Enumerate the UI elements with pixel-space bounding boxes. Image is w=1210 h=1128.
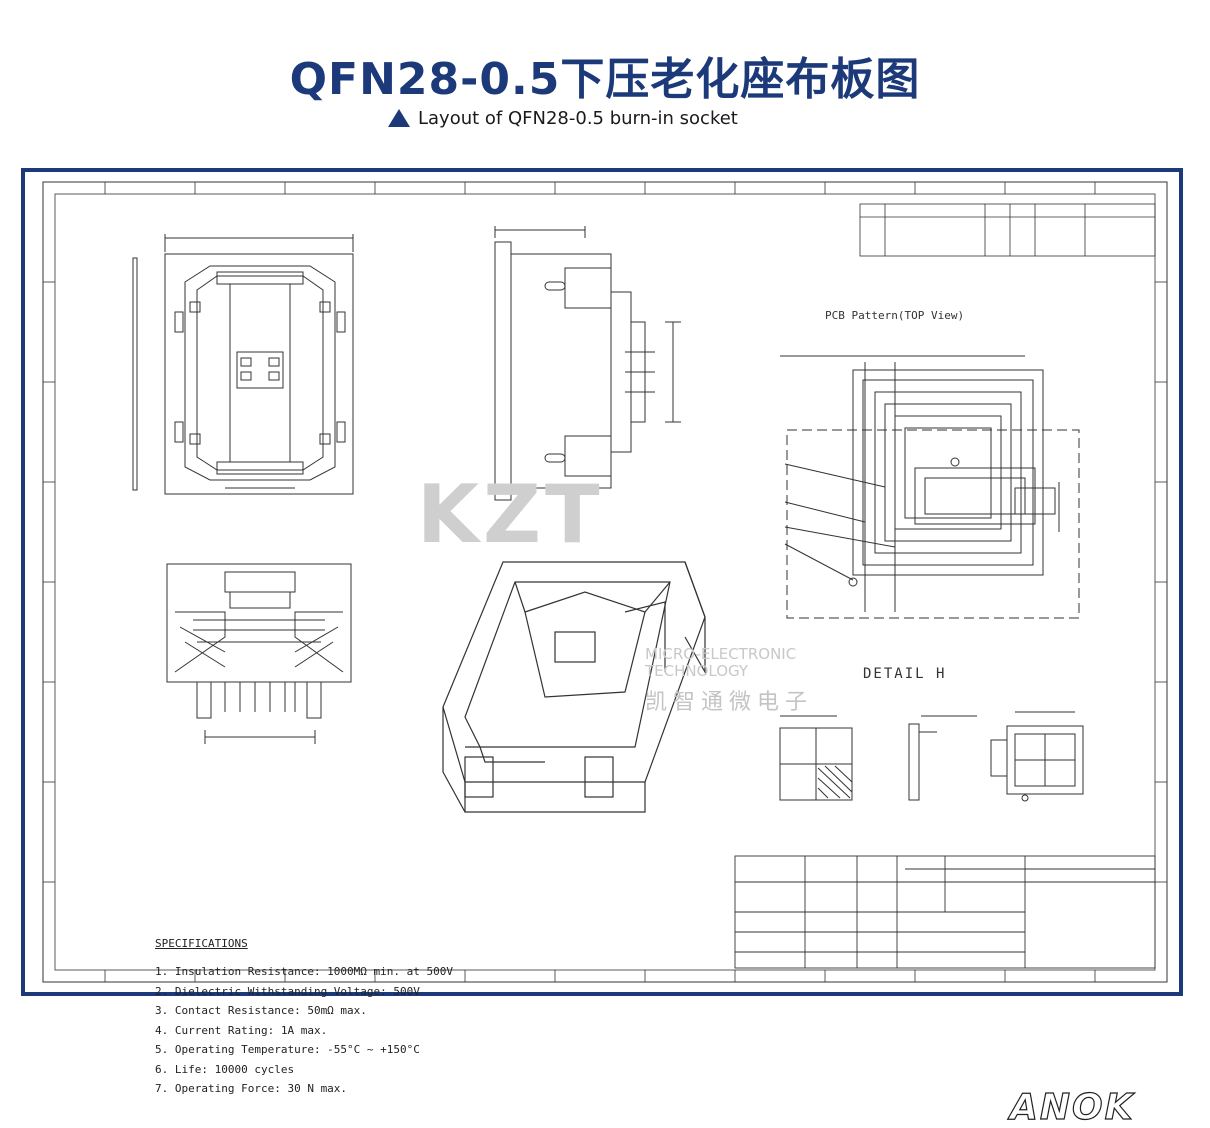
watermark-logo-text: KZT — [417, 472, 604, 552]
pcb-pattern-label: PCB Pattern(TOP View) — [825, 309, 965, 322]
watermark-line1: MICRO-ELECTRONIC — [645, 645, 797, 663]
brand-logo-text: ANOK — [1009, 1086, 1135, 1128]
page-title: QFN28-0.5下压老化座布板图 — [289, 54, 921, 105]
note-item: 4. Current Rating: 1A max. — [155, 1023, 328, 1037]
triangle-icon — [388, 109, 410, 127]
watermark-logo: KZT — [417, 472, 604, 552]
notes-heading: SPECIFICATIONS — [155, 937, 248, 950]
drawing-frame: PCB Pattern(TOP View) DETAIL H SPECIFICA… — [21, 168, 1183, 1128]
revision-table — [859, 203, 1156, 257]
watermark-chinese: 凯智通微电子 — [645, 690, 814, 715]
note-item: 1. Insulation Resistance: 1000MΩ min. at… — [155, 965, 454, 978]
title-block — [734, 855, 1156, 969]
technical-drawing — [42, 181, 1168, 983]
isometric-view — [442, 561, 706, 813]
detail-h-label: DETAIL H — [863, 666, 947, 682]
zone-ticks — [43, 182, 1167, 982]
pcb-pattern — [780, 355, 1080, 619]
page-subtitle: Layout of QFN28-0.5 burn-in socket — [418, 107, 738, 129]
detail-views — [779, 711, 1084, 802]
note-item: 6. Life: 10000 cycles — [155, 1062, 295, 1076]
side-view — [494, 226, 681, 501]
watermark-english: MICRO-ELECTRONIC TECHNOLOGY — [645, 646, 796, 680]
subtitle-row: Layout of QFN28-0.5 burn-in socket — [388, 106, 738, 130]
note-item: 7. Operating Force: 30 N max. — [155, 1082, 348, 1095]
note-item: 2. Dielectric Withstanding Voltage: 500V — [155, 984, 420, 998]
top-view — [132, 234, 354, 495]
note-item: 5. Operating Temperature: -55°C ~ +150°C — [155, 1043, 420, 1056]
front-view — [166, 563, 352, 744]
watermark-line2: TECHNOLOGY — [645, 662, 749, 680]
specifications-notes: SPECIFICATIONS 1. Insulation Resistance:… — [155, 937, 453, 1099]
note-item: 3. Contact Resistance: 50mΩ max. — [155, 1004, 367, 1017]
